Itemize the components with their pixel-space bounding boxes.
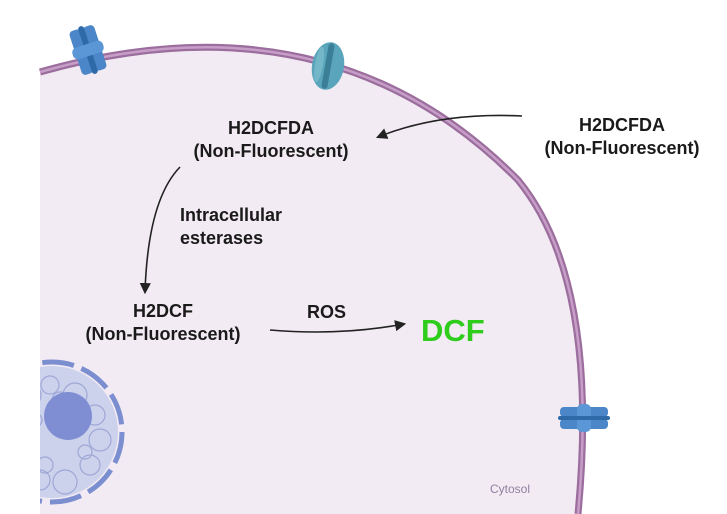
arrow-ros xyxy=(269,320,407,333)
label-ros: ROS xyxy=(307,302,347,322)
arrow-uptake xyxy=(375,114,523,139)
cell-membrane-highlight xyxy=(39,46,584,514)
cytoplasm xyxy=(40,47,583,514)
nucleolus xyxy=(44,392,92,440)
label-cytosol: Cytosol xyxy=(490,482,531,496)
label-h2dcf-line2: (Non-Fluorescent) xyxy=(85,324,241,344)
membrane-channel-right xyxy=(558,404,610,432)
label-h2dcfda-inside-line1: H2DCFDA xyxy=(227,118,314,138)
label-esterases-line2: esterases xyxy=(180,228,264,248)
label-h2dcf-line1: H2DCF xyxy=(132,301,193,321)
arrow-esterase xyxy=(139,166,181,295)
nucleus xyxy=(40,359,125,505)
label-h2dcfda-outside: H2DCFDA (Non-Fluorescent) xyxy=(545,114,700,160)
label-h2dcfda-outside-line1: H2DCFDA xyxy=(578,115,665,135)
membrane-channel-top xyxy=(311,42,345,90)
membrane-channel-top-left xyxy=(69,25,107,75)
label-esterases: Intracellular esterases xyxy=(180,204,282,250)
label-h2dcfda-inside: H2DCFDA (Non-Fluorescent) xyxy=(194,117,349,163)
label-dcf: DCF xyxy=(421,313,485,348)
label-h2dcf: H2DCF (Non-Fluorescent) xyxy=(86,300,241,346)
label-h2dcfda-inside-line2: (Non-Fluorescent) xyxy=(193,141,349,161)
label-esterases-line1: Intracellular xyxy=(180,205,283,225)
label-h2dcfda-outside-line2: (Non-Fluorescent) xyxy=(544,138,700,158)
